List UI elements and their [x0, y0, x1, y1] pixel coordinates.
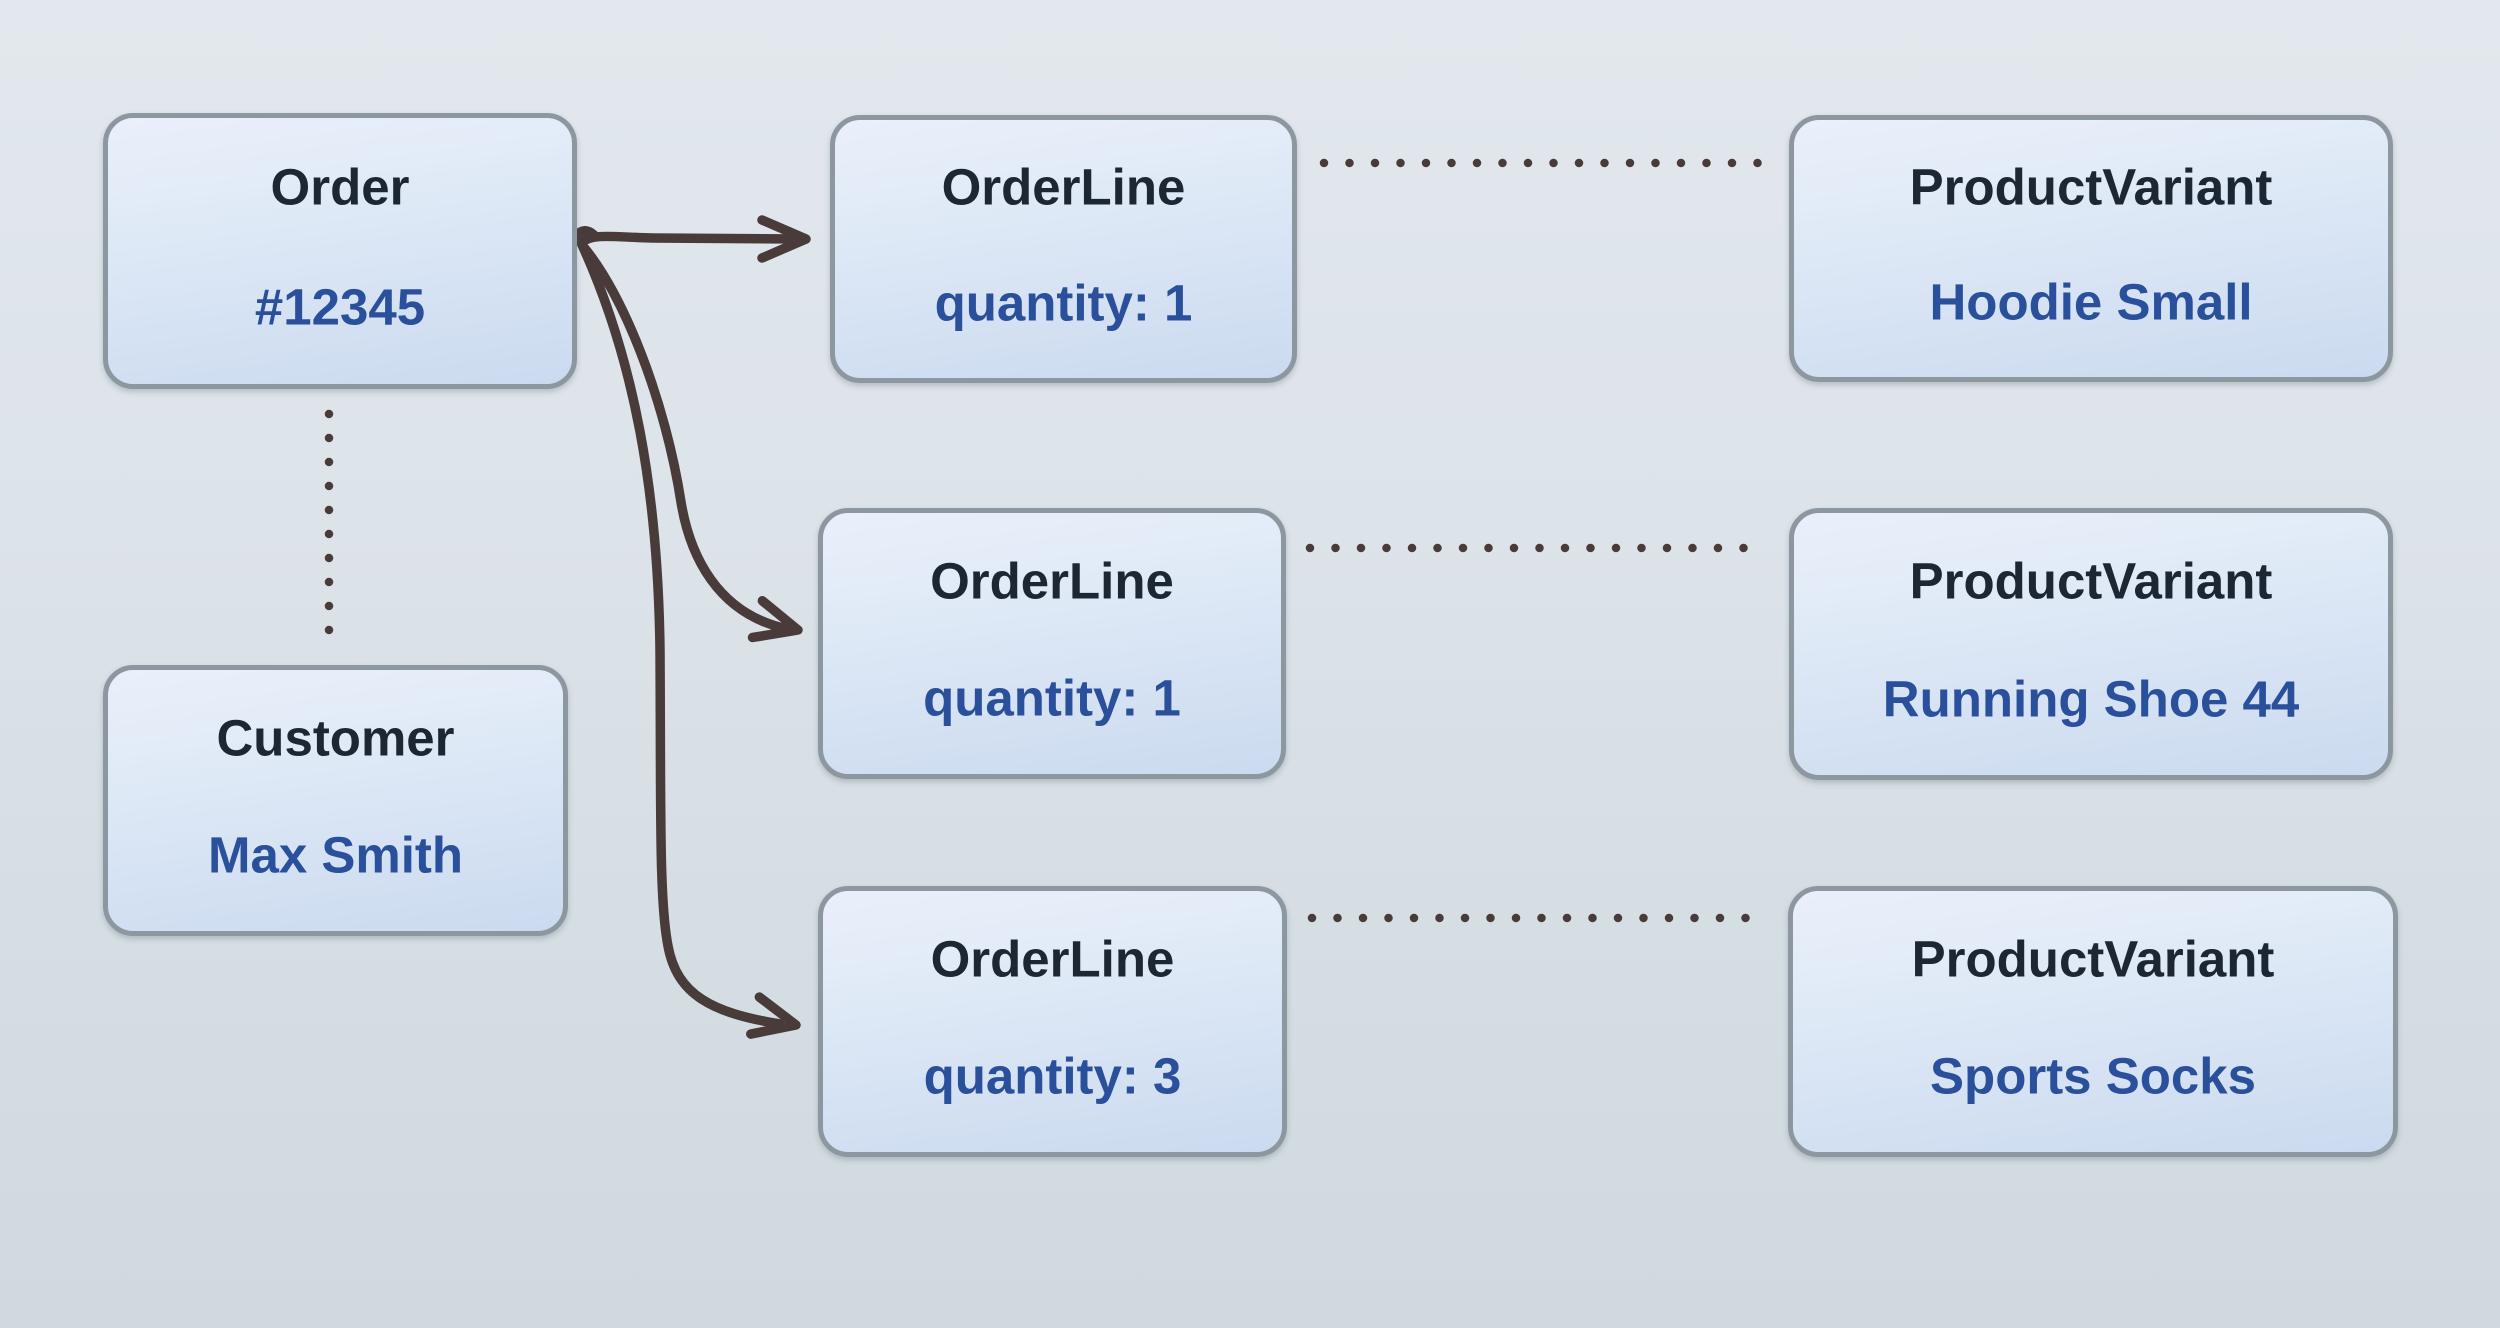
productvariant-name-value: Hoodie Small	[1929, 273, 2253, 331]
customer-name-value: Max Smith	[207, 826, 464, 884]
productvariant-name-value: Sports Socks	[1930, 1047, 2256, 1105]
orderline-quantity-value: quantity: 1	[934, 274, 1193, 332]
orderline-type-label: OrderLine	[941, 158, 1186, 216]
order-number-value: #12345	[254, 278, 426, 336]
productvariant-type-label: ProductVariant	[1909, 158, 2273, 216]
orderline-node-3: OrderLine quantity: 3	[818, 886, 1287, 1157]
order-to-orderline2-arrow	[577, 240, 788, 633]
order-to-orderline3-arrowhead	[746, 992, 801, 1039]
productvariant-type-label: ProductVariant	[1909, 552, 2273, 610]
arrow-origin-curl	[571, 226, 599, 241]
orderline-type-label: OrderLine	[930, 552, 1174, 610]
customer-type-label: Customer	[216, 709, 455, 767]
productvariant-type-label: ProductVariant	[1911, 930, 2275, 988]
productvariant-name-value: Running Shoe 44	[1882, 670, 2300, 728]
order-to-orderline1-arrow	[576, 231, 804, 248]
order-to-orderline3-arrow	[578, 242, 785, 1029]
order-to-orderline2-arrowhead	[747, 596, 803, 643]
order-type-label: Order	[270, 158, 410, 216]
orderline-quantity-value: quantity: 3	[923, 1047, 1182, 1105]
orderline-node-2: OrderLine quantity: 1	[818, 508, 1286, 779]
orderline-type-label: OrderLine	[930, 930, 1175, 988]
productvariant-node-2: ProductVariant Running Shoe 44	[1789, 508, 2393, 780]
productvariant-node-3: ProductVariant Sports Socks	[1788, 886, 2398, 1157]
order-to-orderline1-arrowhead	[757, 215, 811, 263]
order-node: Order #12345	[103, 113, 577, 389]
orderline-node-1: OrderLine quantity: 1	[830, 115, 1297, 383]
customer-node: Customer Max Smith	[103, 665, 568, 936]
productvariant-node-1: ProductVariant Hoodie Small	[1789, 115, 2393, 382]
orderline-quantity-value: quantity: 1	[923, 669, 1181, 727]
